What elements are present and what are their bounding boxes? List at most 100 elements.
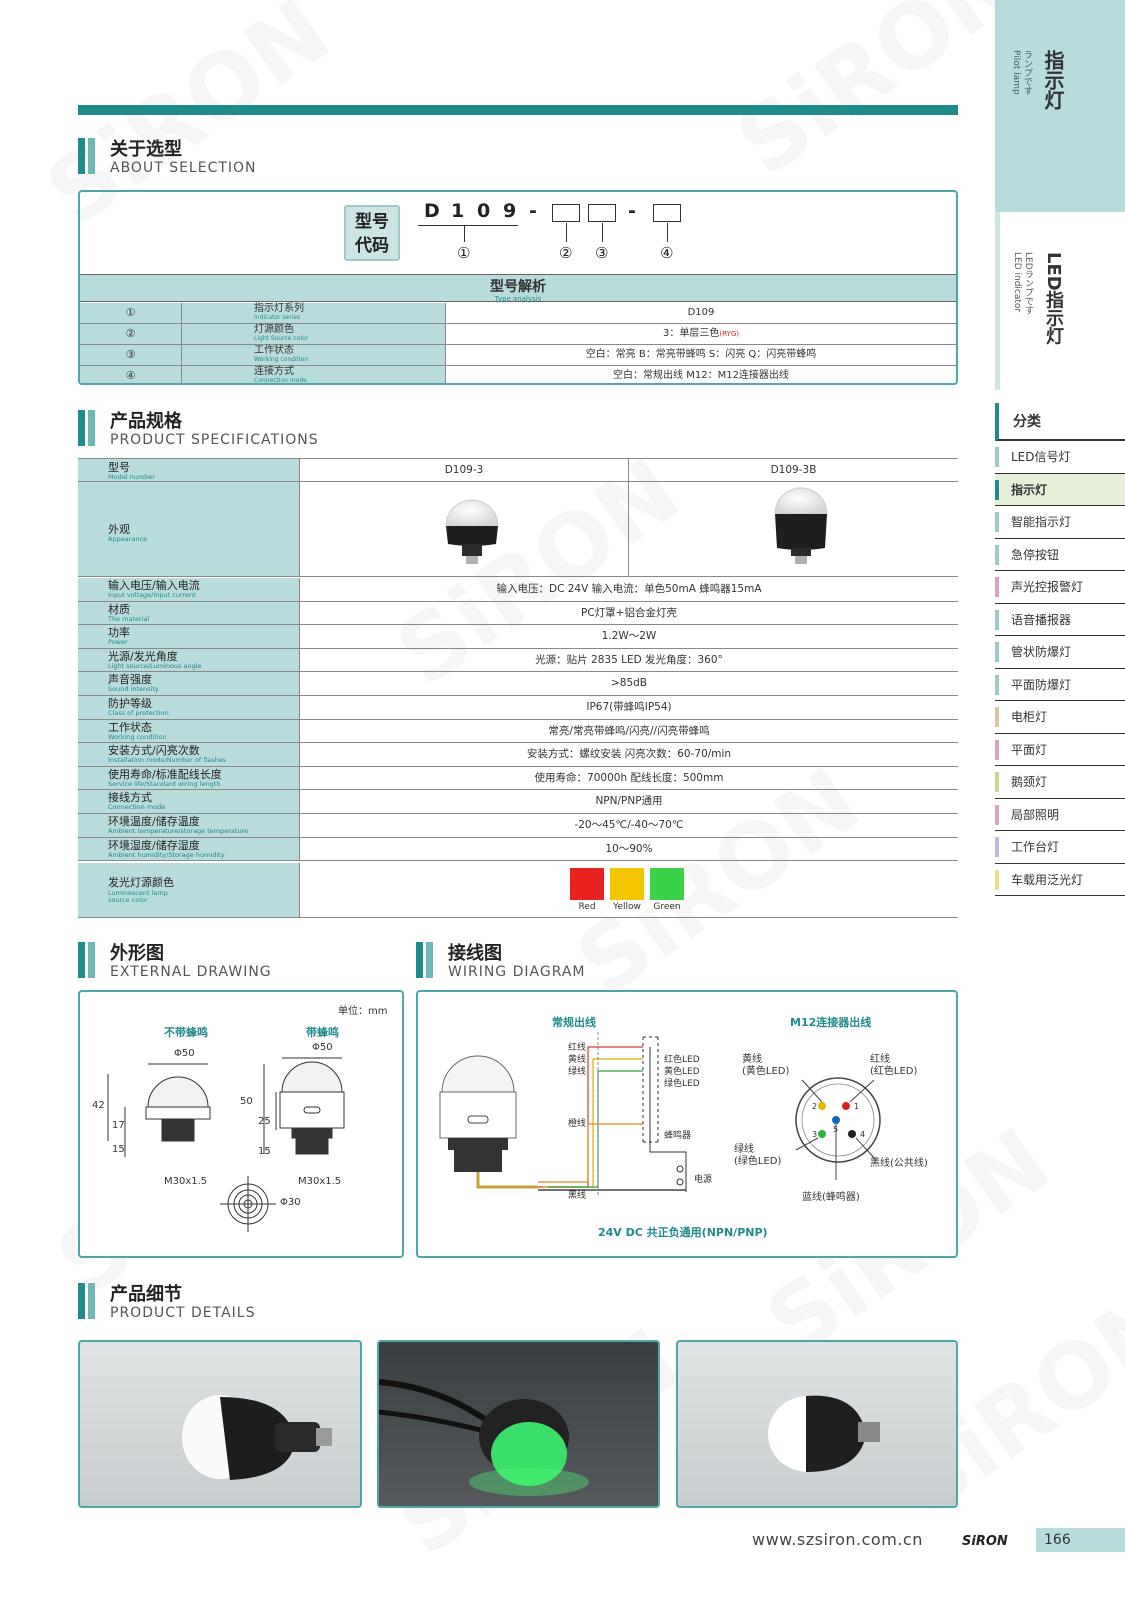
spec-label-zh: 声音强度 — [108, 673, 152, 687]
category-label: 指示灯 — [1011, 482, 1048, 497]
row-number: ① — [80, 303, 182, 323]
category-list: LED信号灯指示灯智能指示灯急停按钮声光控报警灯语音播报器管状防爆灯平面防爆灯电… — [995, 441, 1125, 896]
sidebar-category-item[interactable]: 局部照明 — [995, 799, 1125, 831]
spec-label-en: Light source/Luminous angle — [108, 661, 202, 670]
spec-label-en: Power — [108, 638, 128, 647]
sidebar-category-item[interactable]: 急停按钮 — [995, 539, 1125, 571]
sidebar-category-item[interactable]: 鹅颈灯 — [995, 766, 1125, 799]
product-photo-2 — [377, 1340, 660, 1508]
color-swatch-label: Green — [653, 902, 681, 912]
spec-label-en: The material — [108, 614, 150, 623]
sidebar-page-sub-en: Pilot lamp — [1011, 50, 1021, 95]
marker: ③ — [595, 244, 609, 262]
code-char: 1 — [451, 200, 465, 222]
spec-label: 发光灯源颜色 Luminescent lamp source color — [78, 863, 300, 917]
sidebar-category-item[interactable]: 声光控报警灯 — [995, 571, 1125, 604]
sidebar-category-item[interactable]: LED信号灯 — [995, 441, 1125, 474]
category-label: 车载用泛光灯 — [1011, 872, 1084, 887]
pin-number: 1 — [854, 1102, 860, 1111]
row-number: ③ — [80, 345, 182, 365]
page-number: 166 — [1036, 1528, 1125, 1552]
code-slot — [653, 204, 681, 222]
code-char: 9 — [503, 200, 517, 222]
row-value-text: 空白：常亮 B：常亮带蜂鸣 S：闪亮 Q：闪亮带蜂鸣 — [585, 349, 817, 360]
dim-height: 25 — [258, 1116, 271, 1127]
section-title: 关于选型 — [110, 139, 182, 160]
section-title: 接线图 — [448, 943, 502, 964]
type-analysis-title-en: Type analysis — [494, 295, 542, 303]
sidebar-category-item[interactable]: 语音播报器 — [995, 604, 1125, 636]
category-marker — [995, 707, 999, 727]
spec-value: IP67(带蜂鸣IP54) — [586, 701, 672, 713]
sidebar-category-item[interactable]: 指示灯 — [995, 473, 1125, 506]
spec-label: 外观 Appearance — [78, 482, 300, 576]
model-d109-3: D109-3 — [300, 459, 629, 481]
row-value: 空白：常规出线 M12：M12连接器出线 — [446, 366, 956, 383]
section-title: 外形图 — [110, 943, 164, 964]
row-value-text: 空白：常规出线 M12：M12连接器出线 — [613, 370, 789, 381]
dim-height: 17 — [112, 1120, 125, 1131]
badge-line: 型号 — [355, 212, 389, 232]
dim-height: 15 — [258, 1146, 271, 1157]
section-title: 产品规格 — [110, 411, 182, 432]
sidebar-section-title: LED指示灯 — [1043, 252, 1064, 345]
type-analysis-title: 型号解析 — [490, 279, 546, 295]
color-swatch — [650, 868, 684, 900]
pin-label: (绿色LED) — [734, 1156, 782, 1167]
spec-value: PC灯罩+铝合金灯壳 — [581, 606, 677, 619]
section-title: 产品细节 — [110, 1284, 182, 1305]
category-label: 平面灯 — [1011, 742, 1048, 757]
wiring-footer: 24V DC 共正负通用(NPN/PNP) — [598, 1226, 768, 1239]
category-heading: 分类 — [995, 403, 1125, 441]
spec-value: >85dB — [610, 677, 648, 690]
label-with-buzzer: 带蜂鸣 — [306, 1026, 339, 1039]
code-slot — [552, 204, 580, 222]
spec-label-zh: 接线方式 — [108, 791, 152, 805]
appearance-d109-3b — [629, 482, 958, 576]
spec-label-en: Connection mode — [108, 803, 166, 812]
sidebar-category-item[interactable]: 平面防爆灯 — [995, 669, 1125, 701]
sidebar-category-item[interactable]: 车载用泛光灯 — [995, 864, 1125, 896]
spec-label-zh: 材质 — [108, 602, 130, 616]
row-number: ② — [80, 324, 182, 344]
category-label: 局部照明 — [1011, 807, 1060, 822]
row-value-text: 3：单层三色 — [663, 328, 720, 339]
sidebar-category-item[interactable]: 智能指示灯 — [995, 506, 1125, 539]
category-marker — [995, 512, 999, 532]
row-label-zh: 指示灯系列 — [254, 303, 304, 314]
led-label: 绿色LED — [664, 1079, 700, 1089]
sidebar-category-item[interactable]: 电柜灯 — [995, 701, 1125, 734]
row-value: D109 — [446, 303, 956, 323]
sidebar-section-sub-en: LED indicator — [1012, 252, 1022, 313]
row-label-en: Indicator series — [254, 314, 301, 321]
row-value-note: (RYG) — [719, 330, 739, 338]
dim-thread: M30x1.5 — [298, 1176, 342, 1187]
sidebar-category-item[interactable]: 平面灯 — [995, 734, 1125, 766]
sidebar-category-item[interactable]: 管状防爆灯 — [995, 636, 1125, 669]
spec-row-colors: 发光灯源颜色 Luminescent lamp source color Red… — [78, 863, 958, 918]
spec-label-zh: 光源/发光角度 — [108, 649, 178, 663]
row-number: ④ — [80, 366, 182, 383]
category-label: 鹅颈灯 — [1011, 775, 1048, 789]
category-marker — [995, 837, 999, 857]
wire-label: 黄线 — [568, 1055, 587, 1065]
spec-value: 使用寿命：70000h 配线长度：500mm — [534, 771, 724, 784]
code-char: - — [529, 200, 537, 222]
spec-label-en: Service life/Standard wiring length — [108, 779, 221, 788]
sidebar-category-item[interactable]: 工作台灯 — [995, 831, 1125, 864]
